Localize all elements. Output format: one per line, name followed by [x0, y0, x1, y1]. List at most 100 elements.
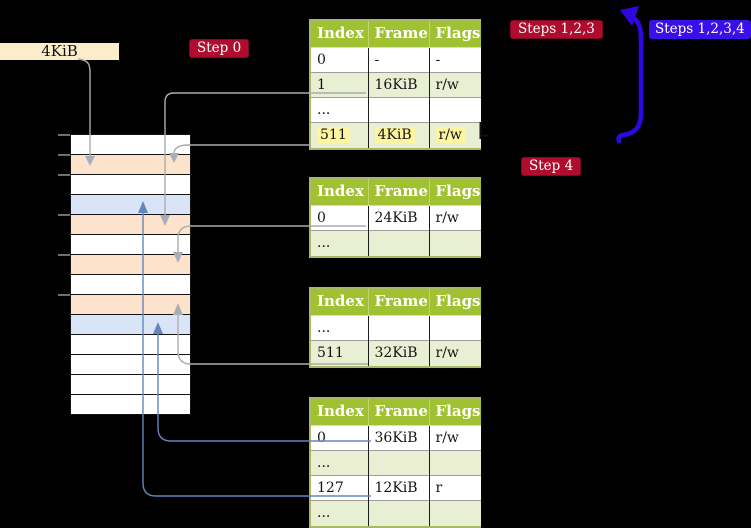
table-cell — [428, 97, 481, 123]
column-header: Index — [311, 399, 368, 426]
column-header: Frame — [367, 21, 429, 48]
table-cell — [367, 230, 429, 256]
memory-frame-row — [71, 315, 190, 335]
memory-frame-row — [71, 295, 190, 315]
table-cell — [367, 450, 429, 476]
table-row: 0-- — [311, 47, 481, 73]
memory-frame-row — [71, 135, 190, 155]
memory-frame-row — [71, 395, 190, 414]
table-cell: ... — [311, 315, 368, 341]
table-cell: r/w — [428, 425, 481, 451]
table-cell — [428, 230, 481, 256]
table-cell: 32KiB — [367, 340, 429, 366]
table-cell: ... — [311, 97, 368, 123]
column-header: Index — [311, 21, 368, 48]
column-header: Frame — [367, 399, 429, 426]
table-cell: 511 — [311, 340, 368, 366]
frame-size-label: 4KiB — [0, 43, 119, 60]
table-cell: 16KiB — [367, 72, 429, 98]
highlighted-value: 511 — [317, 127, 350, 144]
table-cell: r/w — [428, 340, 481, 366]
table-cell — [367, 315, 429, 341]
table-cell: 0 — [311, 205, 368, 231]
memory-frame-row — [71, 255, 190, 275]
table-cell: r/w — [428, 72, 481, 98]
table-cell: r/w — [428, 122, 481, 148]
table-cell: - — [428, 47, 481, 73]
table-row: 511 4KiB r/w — [311, 122, 481, 148]
memory-frame-row — [71, 215, 190, 235]
arrow-entry511-to-frame-4kib — [173, 144, 311, 155]
table-cell: 12KiB — [367, 475, 429, 501]
table-cell: r/w — [428, 205, 481, 231]
column-header: Flags — [428, 289, 481, 316]
table-cell: r — [428, 475, 481, 501]
steps-123-badge: Steps 1,2,3 — [510, 20, 603, 39]
table-row: ... — [311, 97, 481, 123]
column-header: Flags — [428, 179, 481, 206]
memory-frame-row — [71, 355, 190, 375]
table-cell: 0 — [311, 425, 368, 451]
table-cell: 1 — [311, 72, 368, 98]
table-row: ... — [311, 230, 481, 256]
table-cell: - — [367, 47, 429, 73]
physical-memory-column — [70, 134, 191, 415]
table-cell: ... — [311, 230, 368, 256]
stub-horizontal — [480, 134, 488, 137]
table-cell — [428, 315, 481, 341]
tick-mark — [58, 254, 70, 256]
column-header: Frame — [367, 179, 429, 206]
column-header: Index — [311, 289, 368, 316]
tick-mark — [58, 214, 70, 216]
memory-frame-row — [71, 195, 190, 215]
tick-mark — [58, 174, 70, 176]
table-cell: 4KiB — [367, 122, 429, 148]
table-cell — [367, 500, 429, 526]
highlighted-value: 4KiB — [374, 127, 415, 144]
tick-mark — [58, 294, 70, 296]
memory-frame-row — [71, 275, 190, 295]
table-cell: 0 — [311, 47, 368, 73]
memory-frame-row — [71, 175, 190, 195]
memory-frame-row — [71, 335, 190, 355]
column-header: Index — [311, 179, 368, 206]
step0-badge: Step 0 — [189, 39, 250, 58]
arrowhead-upleft-icon — [620, 6, 639, 26]
column-header: Frame — [367, 289, 429, 316]
highlighted-value: r/w — [435, 127, 465, 144]
tick-mark — [58, 154, 70, 156]
table-cell: 24KiB — [367, 205, 429, 231]
table-cell: 127 — [311, 475, 368, 501]
memory-frame-row — [71, 375, 190, 395]
table-row: ... — [311, 450, 481, 476]
table-cell: 36KiB — [367, 425, 429, 451]
table-row: ... — [311, 500, 481, 526]
column-header: Flags — [428, 21, 481, 48]
table-cell: ... — [311, 450, 368, 476]
table-row: ... — [311, 315, 481, 341]
step4-badge: Step 4 — [521, 157, 582, 176]
table-cell — [367, 97, 429, 123]
steps-1234-badge: Steps 1,2,3,4 — [649, 20, 751, 39]
table-cell: ... — [311, 500, 368, 526]
table-cell — [428, 450, 481, 476]
loop-arrow-path — [616, 13, 644, 144]
column-header: Flags — [428, 399, 481, 426]
table-cell — [428, 500, 481, 526]
memory-frame-row — [71, 155, 190, 175]
table-cell: 511 — [311, 122, 368, 148]
